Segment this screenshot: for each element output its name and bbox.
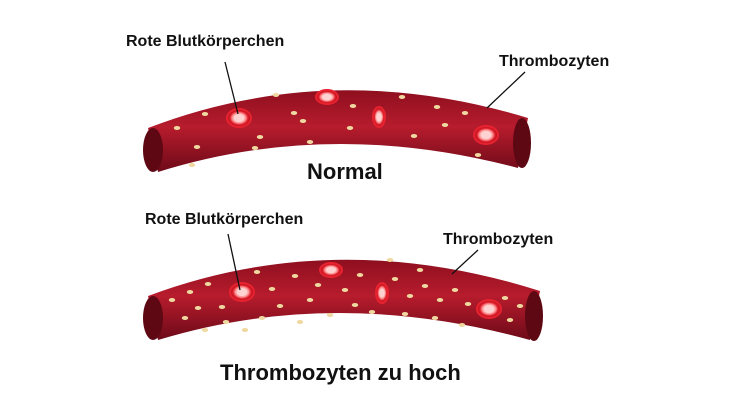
platelet xyxy=(341,288,349,292)
pointer-line-rbc-normal xyxy=(224,61,239,115)
platelet xyxy=(299,119,307,123)
platelet xyxy=(193,145,201,149)
vessel-body xyxy=(148,259,540,340)
platelet xyxy=(268,287,276,291)
platelet xyxy=(474,153,482,157)
platelet xyxy=(433,105,441,109)
platelet xyxy=(356,273,364,277)
platelet xyxy=(346,126,354,130)
red-blood-cell-center xyxy=(233,113,245,123)
platelet xyxy=(464,302,472,306)
caption-high: Thrombozyten zu hoch xyxy=(220,360,461,385)
vessel-opening-right xyxy=(513,118,531,168)
red-blood-cell-center xyxy=(480,130,492,140)
red-blood-cells xyxy=(229,262,502,319)
vessel-high xyxy=(143,258,543,341)
platelet xyxy=(188,163,196,167)
vessel-opening-left xyxy=(143,128,163,172)
platelet xyxy=(391,277,399,281)
platelet xyxy=(410,134,418,138)
red-blood-cell-center xyxy=(379,288,385,298)
platelet xyxy=(272,93,280,97)
platelets xyxy=(173,93,482,167)
platelet xyxy=(314,283,322,287)
platelet xyxy=(201,328,209,332)
caption-normal: Normal xyxy=(307,159,383,184)
red-blood-cell-center xyxy=(326,266,336,274)
red-blood-cell-center xyxy=(322,93,332,101)
platelet xyxy=(368,310,376,314)
platelet xyxy=(291,274,299,278)
platelet xyxy=(253,270,261,274)
platelet xyxy=(349,104,357,108)
platelet xyxy=(431,316,439,320)
platelets xyxy=(168,258,524,332)
red-blood-cells xyxy=(226,89,499,145)
platelet xyxy=(181,316,189,320)
platelet xyxy=(201,112,209,116)
pointer-line-platelets-normal xyxy=(486,71,526,109)
platelet xyxy=(506,318,514,322)
platelet xyxy=(421,284,429,288)
label-rbc-normal: Rote Blutkörperchen xyxy=(126,33,285,50)
platelet xyxy=(436,298,444,302)
platelet xyxy=(416,268,424,272)
label-platelets-normal: Thrombozyten xyxy=(499,53,610,70)
platelet xyxy=(406,294,414,298)
platelet xyxy=(398,95,406,99)
platelet xyxy=(461,111,469,115)
vessel-opening-left xyxy=(143,296,163,340)
platelet xyxy=(168,298,176,302)
red-blood-cell-center xyxy=(376,112,382,122)
platelet xyxy=(258,316,266,320)
platelet xyxy=(276,304,284,308)
platelet xyxy=(296,320,304,324)
red-blood-cell-center xyxy=(236,287,248,297)
platelet xyxy=(194,306,202,310)
label-platelets-high: Thrombozyten xyxy=(443,231,554,248)
platelet xyxy=(441,123,449,127)
pointer-line-platelets-high xyxy=(451,249,479,275)
platelet xyxy=(458,323,466,327)
platelet xyxy=(451,288,459,292)
pointer-line-rbc-high xyxy=(227,233,241,291)
platelet xyxy=(290,111,298,115)
platelet xyxy=(173,126,181,130)
platelet xyxy=(516,304,524,308)
platelet xyxy=(241,328,249,332)
platelet xyxy=(306,298,314,302)
platelet xyxy=(204,282,212,286)
platelet xyxy=(222,320,230,324)
platelet xyxy=(218,305,226,309)
platelet xyxy=(401,312,409,316)
platelet xyxy=(386,258,394,262)
label-rbc-high: Rote Blutkörperchen xyxy=(145,211,304,228)
red-blood-cell-center xyxy=(483,304,495,314)
platelet xyxy=(306,140,314,144)
platelet xyxy=(501,296,509,300)
platelet xyxy=(326,313,334,317)
platelet xyxy=(351,303,359,307)
vessel-opening-right xyxy=(525,291,543,341)
vessel-normal xyxy=(143,89,531,172)
platelet xyxy=(256,135,264,139)
platelet xyxy=(186,290,194,294)
platelet xyxy=(251,146,259,150)
